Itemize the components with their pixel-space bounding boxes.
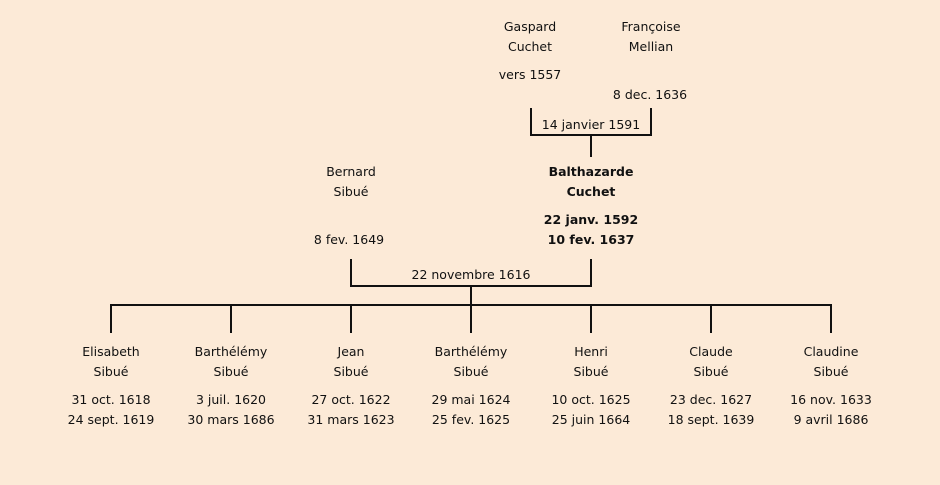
birth-date: 27 oct. 1622	[311, 392, 391, 407]
birth-date: 23 dec. 1627	[669, 392, 753, 407]
marriage-date: 14 janvier 1591	[541, 117, 641, 132]
first-name: Henri	[574, 344, 608, 359]
first-name: Bernard	[326, 164, 376, 179]
first-name: Claudine	[803, 344, 859, 359]
last-name: Sibué	[453, 364, 489, 379]
person-francoise-mellian[interactable]: Françoise Mellian	[571, 17, 731, 57]
death-date: 10 fev. 1637	[547, 232, 635, 247]
first-name: Barthélémy	[194, 344, 268, 359]
first-name: Elisabeth	[82, 344, 140, 359]
first-name: Barthélémy	[434, 344, 508, 359]
person-balthazarde-cuchet[interactable]: Balthazarde Cuchet	[511, 162, 671, 202]
first-name: Gaspard	[503, 19, 557, 34]
birth-date: 22 janv. 1592	[543, 212, 639, 227]
death-date: 8 dec. 1636	[612, 87, 688, 102]
birth-date: 10 oct. 1625	[551, 392, 631, 407]
first-name: Claude	[689, 344, 733, 359]
last-name: Sibué	[813, 364, 849, 379]
birth-date: 29 mai 1624	[431, 392, 511, 407]
child-person[interactable]: Henri Sibué 10 oct. 1625 25 juin 1664	[511, 342, 671, 430]
death-date: 9 avril 1686	[793, 412, 869, 427]
child-person[interactable]: Claude Sibué 23 dec. 1627 18 sept. 1639	[631, 342, 791, 430]
child-person[interactable]: Jean Sibué 27 oct. 1622 31 mars 1623	[271, 342, 431, 430]
child-person[interactable]: Claudine Sibué 16 nov. 1633 9 avril 1686	[751, 342, 911, 430]
death-date: 8 fev. 1649	[313, 232, 385, 247]
child-person[interactable]: Barthélémy Sibué 3 juil. 1620 30 mars 16…	[151, 342, 311, 430]
person-gaspard-cuchet[interactable]: Gaspard Cuchet	[450, 17, 610, 57]
child-person[interactable]: Elisabeth Sibué 31 oct. 1618 24 sept. 16…	[31, 342, 191, 430]
marriage-date: 22 novembre 1616	[411, 267, 531, 282]
child-person[interactable]: Barthélémy Sibué 29 mai 1624 25 fev. 162…	[391, 342, 551, 430]
death-date: 18 sept. 1639	[667, 412, 755, 427]
person-bernard-sibue[interactable]: Bernard Sibué	[271, 162, 431, 202]
birth-date: 16 nov. 1633	[790, 392, 872, 407]
birth-date: vers 1557	[498, 67, 562, 82]
last-name: Sibué	[333, 364, 369, 379]
life-dates: 22 janv. 1592 10 fev. 1637	[511, 210, 671, 250]
first-name: Jean	[337, 344, 365, 359]
first-name: Françoise	[621, 19, 681, 34]
first-name: Balthazarde	[548, 164, 634, 179]
last-name: Sibué	[333, 184, 369, 199]
death-date: 31 mars 1623	[307, 412, 395, 427]
last-name: Cuchet	[566, 184, 616, 199]
death-date: 25 fev. 1625	[431, 412, 511, 427]
death-date: 25 juin 1664	[551, 412, 631, 427]
last-name: Mellian	[628, 39, 674, 54]
birth-date: 31 oct. 1618	[71, 392, 151, 407]
last-name: Cuchet	[507, 39, 553, 54]
last-name: Sibué	[93, 364, 129, 379]
birth-date: 3 juil. 1620	[195, 392, 267, 407]
death-date: 30 mars 1686	[187, 412, 275, 427]
last-name: Sibué	[573, 364, 609, 379]
death-date: 24 sept. 1619	[67, 412, 155, 427]
last-name: Sibué	[693, 364, 729, 379]
last-name: Sibué	[213, 364, 249, 379]
